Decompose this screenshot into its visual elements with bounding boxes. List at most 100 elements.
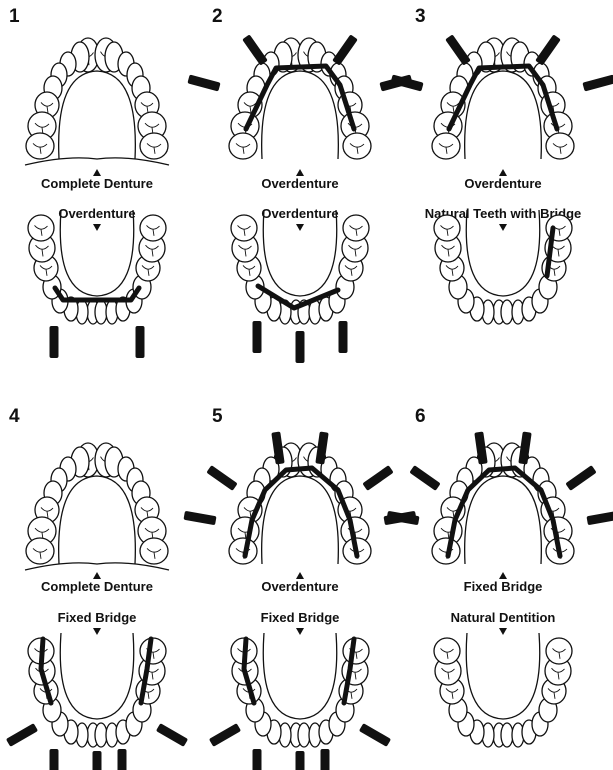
pointer-triangle-icon [93,224,101,231]
panel-number: 6 [415,406,426,427]
implant-icon [187,75,220,92]
denture-flange [25,158,169,165]
prosthesis-label: Fixed Bridge [261,610,340,625]
implant-icon [118,749,127,770]
pointer-triangle-icon [93,572,101,579]
lingual-outline [263,633,337,719]
palate-outline [59,476,136,564]
implant-icon [50,326,59,358]
implant-icon [586,511,613,525]
implant-icon [359,723,391,747]
lower-tooth [140,215,166,241]
upper-tooth [546,133,574,159]
lingual-outline [466,210,540,296]
lower-tooth [546,638,572,664]
implant-icon [565,465,596,491]
pointer-triangle-icon [93,628,101,635]
pointer-triangle-icon [499,224,507,231]
lingual-outline [60,210,134,296]
connecting-bar [55,288,139,300]
pointer-triangle-icon [296,572,304,579]
palate-outline [262,71,339,159]
implant-icon [409,465,440,491]
pointer-triangle-icon [296,628,304,635]
pointer-triangle-icon [296,169,304,176]
panel-5-upper-arch [229,443,371,564]
implant-icon [136,326,145,358]
pointer-triangle-icon [296,224,304,231]
implant-icon [156,723,188,747]
panel-1-upper-arch [25,38,169,165]
upper-tooth [26,133,54,159]
denture-flange [25,563,169,570]
prosthesis-label: Complete Denture [41,176,153,191]
lower-tooth [501,723,513,747]
panel-number: 4 [9,406,20,427]
palate-outline [465,476,542,564]
upper-tooth [140,133,168,159]
implant-icon [296,751,305,770]
implant-icon [50,749,59,770]
panel-number: 1 [9,6,20,27]
lower-tooth [434,638,460,664]
implant-icon [339,321,348,353]
lower-tooth [95,300,107,324]
implant-icon [362,465,393,491]
implant-icon [253,321,262,353]
prosthesis-label: Overdenture [261,206,338,221]
panel-2-upper-arch [229,38,371,159]
prosthesis-label: Natural Dentition [451,610,556,625]
upper-tooth [343,133,371,159]
implant-icon [332,34,358,65]
lower-tooth [95,723,107,747]
implant-icon [209,723,241,747]
implant-icon [582,75,613,92]
implant-icon [445,34,471,65]
lower-tooth [231,215,257,241]
panel-number: 3 [415,6,426,27]
pointer-triangle-icon [499,169,507,176]
prosthesis-label: Fixed Bridge [464,579,543,594]
implant-icon [206,465,237,491]
implant-icon [253,749,262,770]
upper-tooth [140,538,168,564]
lingual-outline [466,633,540,719]
upper-tooth [26,538,54,564]
upper-tooth [432,133,460,159]
prosthesis-label: Fixed Bridge [58,610,137,625]
lower-tooth [434,215,460,241]
panel-number: 2 [212,6,223,27]
implant-icon [242,34,268,65]
lower-tooth [501,300,513,324]
pointer-triangle-icon [93,169,101,176]
upper-tooth [229,133,257,159]
implant-icon [321,749,330,770]
implant-icon [183,511,216,525]
panel-6-upper-arch [432,443,574,564]
pointer-triangle-icon [499,572,507,579]
lower-tooth [298,723,310,747]
implant-icon [296,331,305,363]
palate-outline [465,71,542,159]
panel-4-upper-arch [25,443,169,570]
panel-6-lower-arch [434,633,572,747]
palate-outline [59,71,136,159]
implant-icon [6,723,38,747]
implant-icon [93,751,102,770]
panel-number: 5 [212,406,223,427]
palate-outline [262,476,339,564]
lingual-outline [60,633,134,719]
upper-tooth [229,538,257,564]
prosthesis-label: Overdenture [58,206,135,221]
prosthesis-label: Complete Denture [41,579,153,594]
pointer-triangle-icon [499,628,507,635]
implant-icon [535,34,561,65]
panel-3-upper-arch [432,38,574,159]
upper-tooth [432,538,460,564]
prosthesis-label: Overdenture [261,579,338,594]
lower-tooth [343,215,369,241]
lingual-outline [263,210,337,296]
prosthesis-label: Overdenture [464,176,541,191]
prosthesis-label: Overdenture [261,176,338,191]
